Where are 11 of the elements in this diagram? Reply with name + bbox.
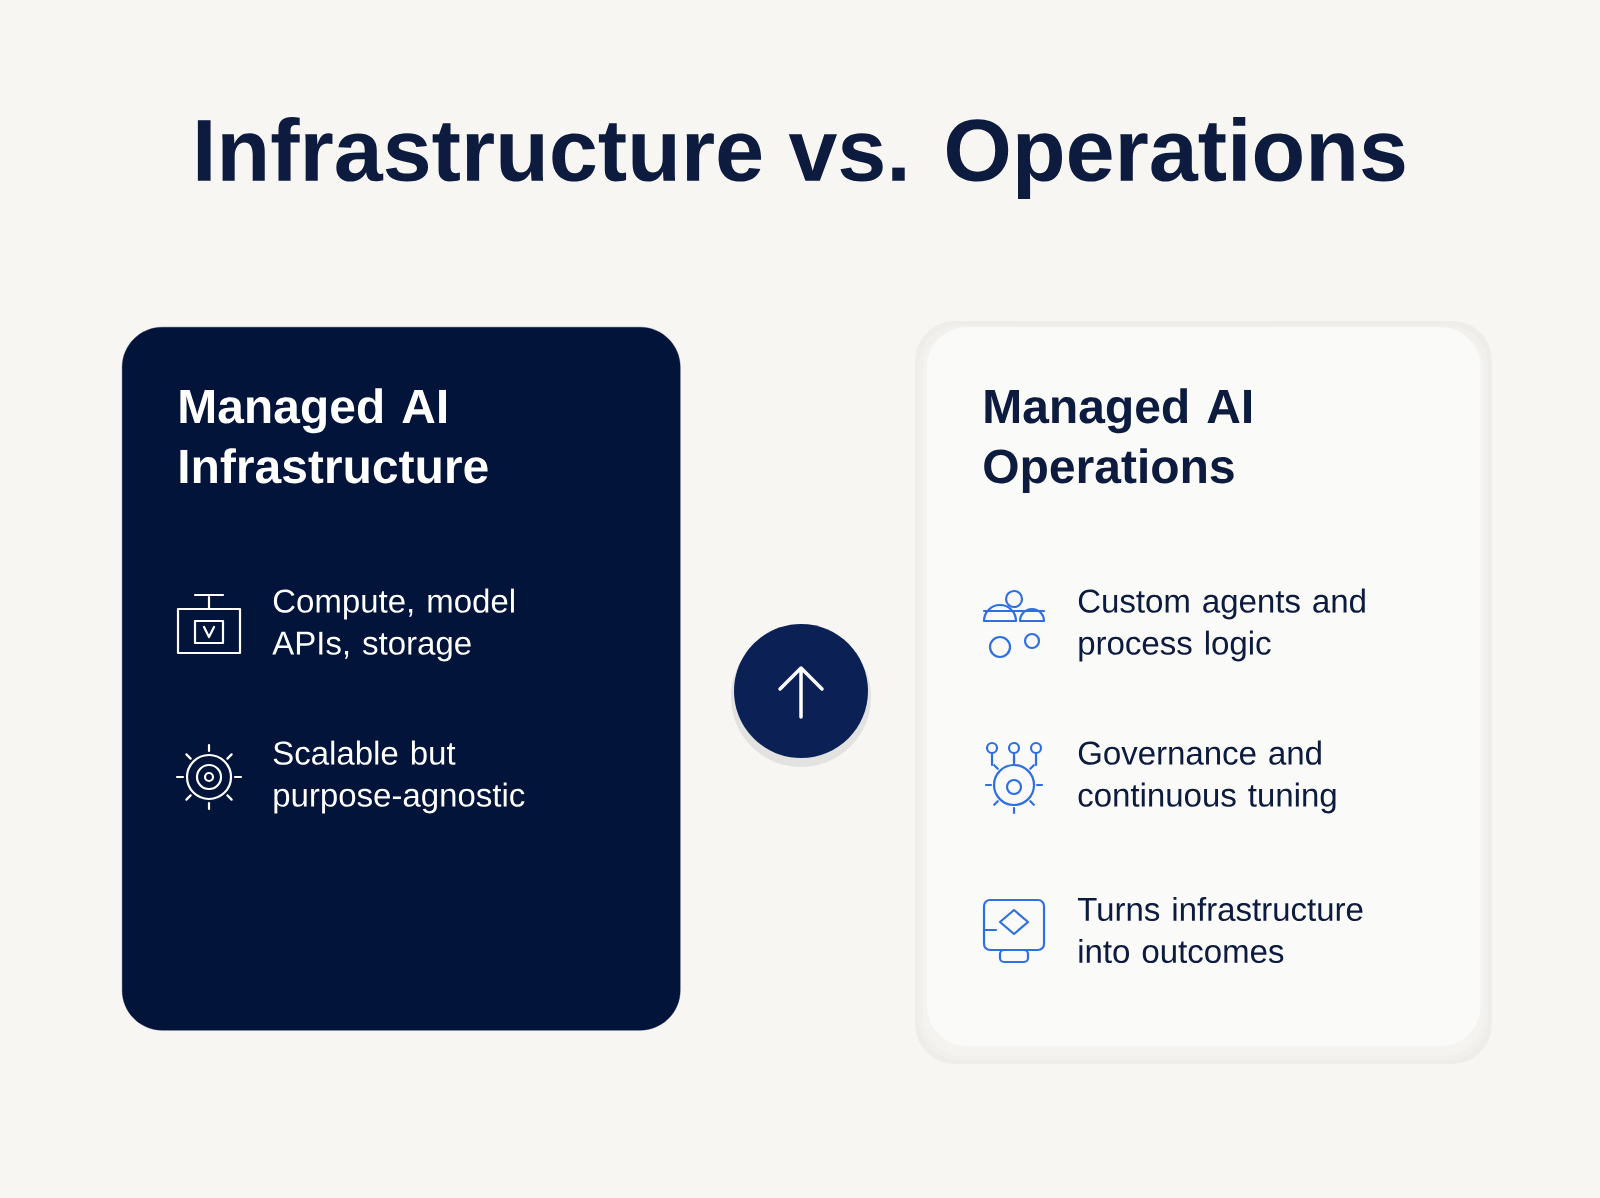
title: Infrastructure vs. Operations xyxy=(197,117,1405,199)
card-heading: Managed AI Infrastructure xyxy=(180,388,488,484)
item-text: Custom agents and process logic xyxy=(1078,588,1365,662)
item-text: Scalable but purpose-agnostic xyxy=(273,740,525,814)
arrow-circle xyxy=(731,624,871,767)
card xyxy=(915,321,1492,1064)
item-text: Governance and continuous tuning xyxy=(1078,740,1336,814)
item-text: Compute, model APIs, storage xyxy=(272,588,514,662)
item-text: Turns infrastructure into outcomes xyxy=(1077,896,1363,964)
card-heading: Managed AI Operations xyxy=(984,388,1251,493)
card xyxy=(122,327,681,1031)
